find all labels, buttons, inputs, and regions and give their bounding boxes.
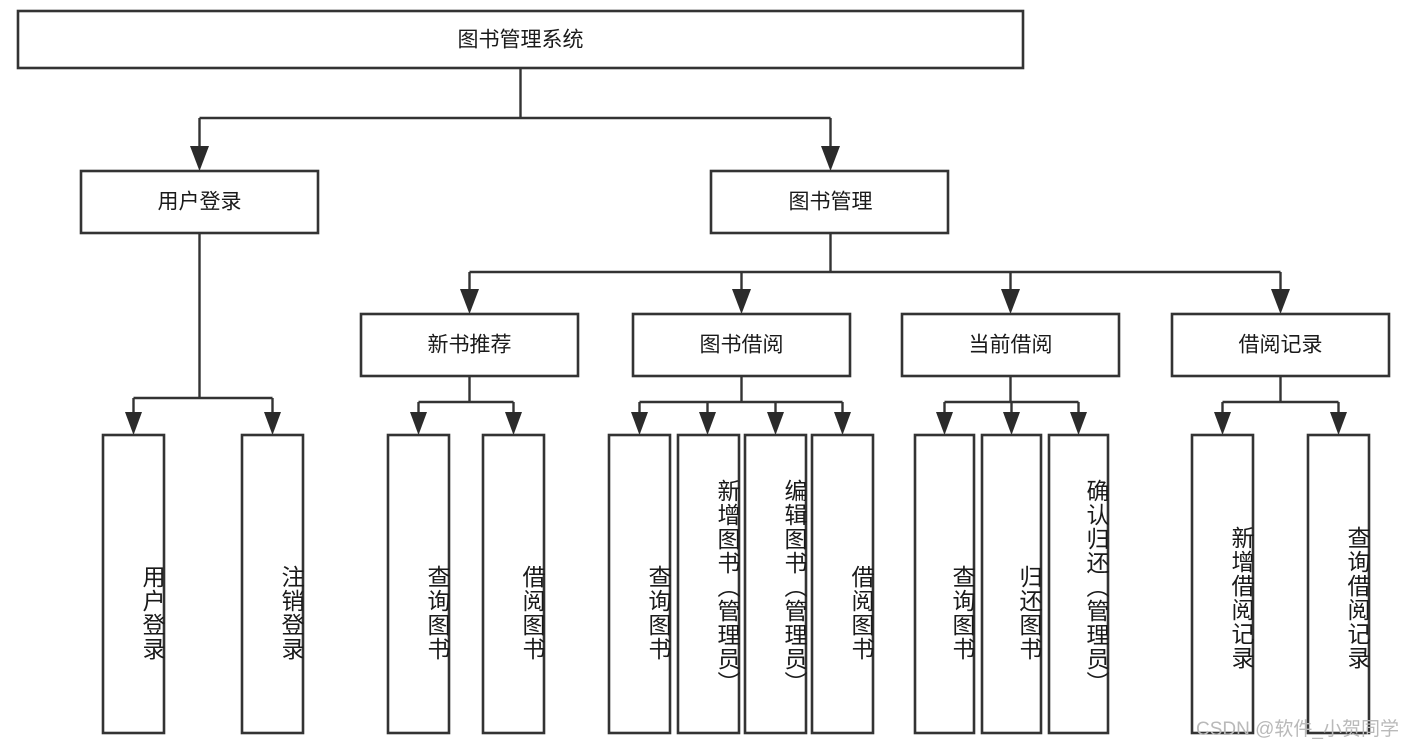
connector-group-borrow-record-leaves — [1214, 376, 1347, 435]
arrowhead-leaf-query-book-1 — [410, 412, 427, 435]
node-user-login[interactable]: 用户登录 — [79, 169, 320, 235]
node-book-borrow[interactable]: 图书借阅 — [631, 312, 852, 378]
arrowhead-book-manage — [821, 146, 840, 171]
arrowhead-leaf-confirm-return — [1070, 412, 1087, 435]
arrowhead-leaf-add-book — [699, 412, 716, 435]
arrowhead-current-borrow — [1001, 289, 1020, 314]
node-leaf-query-book-3-box[interactable] — [913, 433, 976, 735]
node-leaf-query-record-box[interactable] — [1306, 433, 1371, 735]
arrowhead-leaf-add-record — [1214, 412, 1231, 435]
csdn-watermark: CSDN @软件_小贺同学 — [1196, 719, 1399, 740]
node-leaf-query-book-1-box[interactable] — [386, 433, 451, 735]
node-current-borrow-label: 当前借阅 — [969, 334, 1053, 357]
arrowhead-leaf-user-logout — [264, 412, 281, 435]
node-leaf-query-book-2-box[interactable] — [607, 433, 672, 735]
node-leaf-edit-book-box[interactable] — [743, 433, 808, 735]
node-borrow-record-box[interactable] — [1170, 312, 1391, 378]
arrowhead-leaf-query-record — [1330, 412, 1347, 435]
node-book-manage-box[interactable] — [709, 169, 950, 235]
arrowhead-leaf-borrow-book-1 — [505, 412, 522, 435]
arrowhead-leaf-query-book-3 — [936, 412, 953, 435]
node-book-borrow-box[interactable] — [631, 312, 852, 378]
node-leaf-borrow-book-1-box[interactable] — [481, 433, 546, 735]
node-book-borrow-label: 图书借阅 — [700, 334, 784, 357]
node-leaf-add-record-box[interactable] — [1190, 433, 1255, 735]
connector-group-user-login-leaves — [125, 233, 281, 435]
node-new-book-recommend-label: 新书推荐 — [428, 334, 512, 357]
arrowhead-leaf-query-book-2 — [631, 412, 648, 435]
node-leaf-user-logout-box[interactable] — [240, 433, 305, 735]
arrowhead-leaf-edit-book — [767, 412, 784, 435]
node-new-book-recommend[interactable]: 新书推荐 — [359, 312, 580, 378]
node-user-login-label: 用户登录 — [158, 191, 242, 214]
connector-group-new-book-recommend-leaves — [410, 376, 522, 435]
arrowhead-leaf-borrow-book-2 — [834, 412, 851, 435]
node-book-manage-label: 图书管理 — [789, 191, 873, 214]
node-leaf-borrow-book-2-box[interactable] — [810, 433, 875, 735]
node-user-login-box[interactable] — [79, 169, 320, 235]
node-root-box[interactable] — [16, 9, 1025, 70]
node-root[interactable]: 图书管理系统 — [16, 9, 1025, 70]
node-leaf-return-book-box[interactable] — [980, 433, 1043, 735]
node-leaf-add-book-box[interactable] — [676, 433, 741, 735]
node-leaf-confirm-return-box[interactable] — [1047, 433, 1110, 735]
arrowhead-new-book-recommend — [460, 289, 479, 314]
connector-group-root-to-level2 — [190, 68, 840, 171]
node-book-manage[interactable]: 图书管理 — [709, 169, 950, 235]
node-current-borrow[interactable]: 当前借阅 — [900, 312, 1121, 378]
node-borrow-record[interactable]: 借阅记录 — [1170, 312, 1391, 378]
node-current-borrow-box[interactable] — [900, 312, 1121, 378]
node-root-label: 图书管理系统 — [458, 29, 584, 52]
connector-group-current-borrow-leaves — [936, 376, 1087, 435]
arrowhead-book-borrow — [732, 289, 751, 314]
connector-group-book-manage-to-level3 — [460, 233, 1290, 314]
arrowhead-user-login — [190, 146, 209, 171]
node-new-book-recommend-box[interactable] — [359, 312, 580, 378]
node-borrow-record-label: 借阅记录 — [1239, 334, 1323, 357]
arrowhead-leaf-user-login — [125, 412, 142, 435]
arrowhead-borrow-record — [1271, 289, 1290, 314]
arrowhead-leaf-return-book — [1003, 412, 1020, 435]
node-leaf-user-login-box[interactable] — [101, 433, 166, 735]
connector-group-book-borrow-leaves — [631, 376, 851, 435]
